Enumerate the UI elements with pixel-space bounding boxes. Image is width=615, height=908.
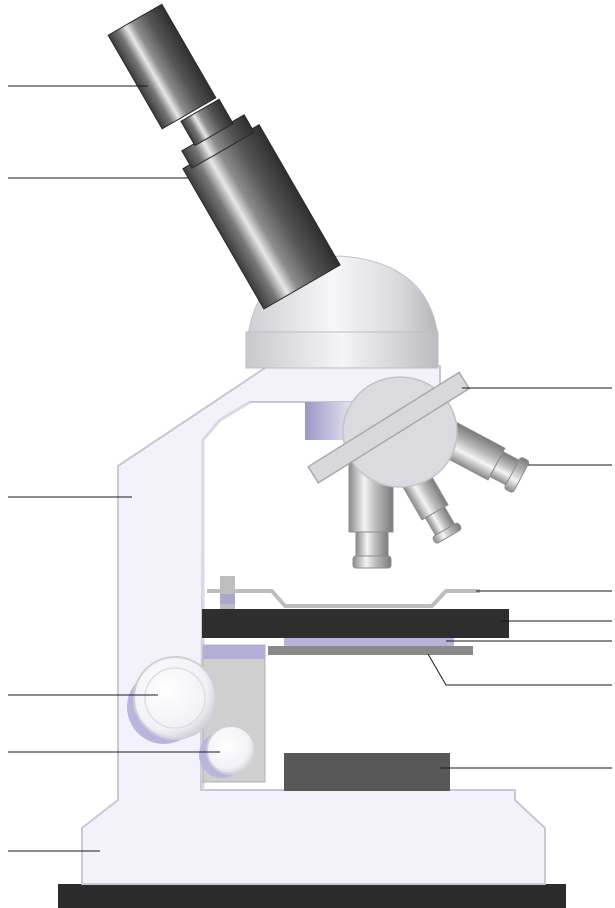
light-source [284,753,450,791]
coarse-focus-knob [134,657,216,739]
head-collar [246,332,438,368]
stage [202,609,509,638]
condenser-top [284,638,454,646]
fine-focus-knob [207,726,255,774]
stage-clip-post-shadow [220,594,235,604]
focus-block-shadow [203,645,265,659]
diaphragm [268,646,473,655]
stage-clip [207,591,480,606]
body-tube [162,88,340,309]
base-plate [58,884,566,908]
leader-line-diaphragm [428,654,612,685]
